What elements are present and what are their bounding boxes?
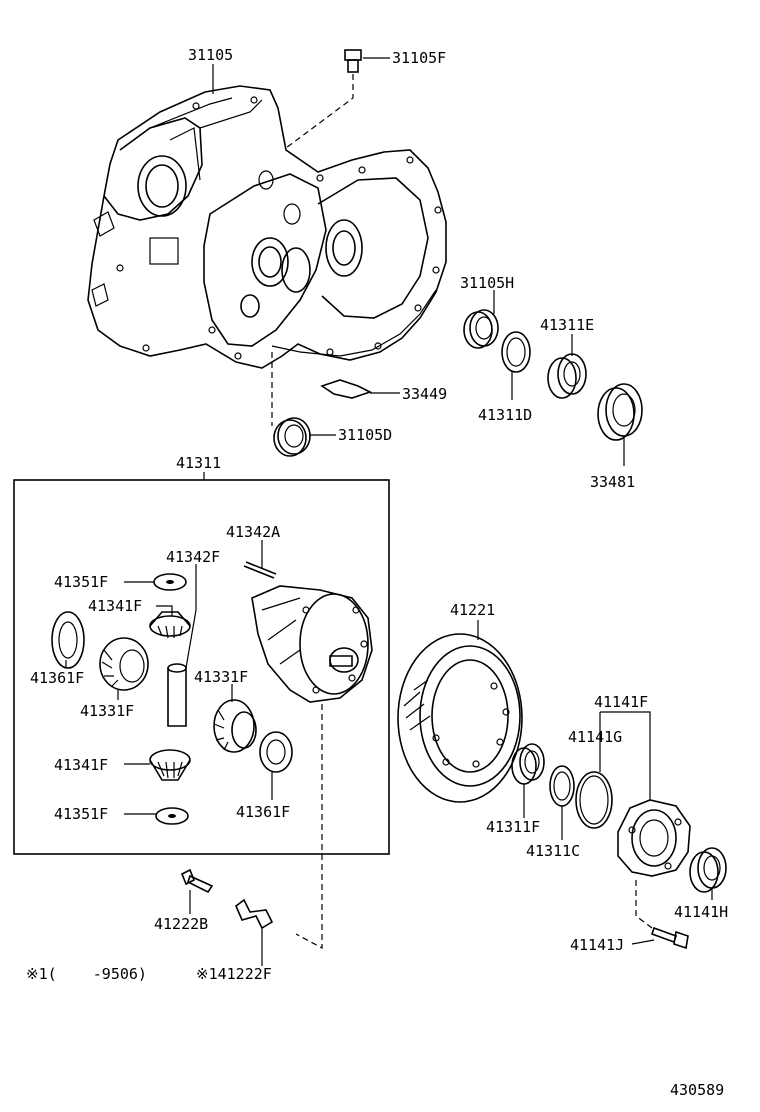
label-41342a: 41342A <box>226 523 280 541</box>
oil-seal-31105d <box>273 417 311 457</box>
o-ring-41141g <box>575 771 613 829</box>
label-41311e: 41311E <box>540 316 594 334</box>
shim-41311c <box>549 765 575 807</box>
differential-case <box>251 585 373 703</box>
washer-41351f-top <box>153 573 187 591</box>
washer-41361f-right <box>259 731 293 773</box>
label-41351f-bottom: 41351F <box>54 805 108 823</box>
label-41331f-left: 41331F <box>80 702 134 720</box>
pinion-41341f-top <box>149 611 191 639</box>
label-41341f-top: 41341F <box>88 597 142 615</box>
bearing-41311e <box>547 353 587 399</box>
lock-plate-41222f <box>235 898 274 930</box>
label-41361f-left: 41361F <box>30 669 84 687</box>
bracket-33449 <box>320 379 373 399</box>
label-31105f: 31105F <box>392 49 446 67</box>
label-41311d: 41311D <box>478 406 532 424</box>
label-41141j: 41141J <box>570 936 624 954</box>
part-labels: 31105 31105F 31105H 41311E 33449 41311D … <box>26 46 728 1099</box>
differential-assy-box <box>13 479 390 855</box>
label-41141f: 41141F <box>594 693 648 711</box>
pinion-41341f-bottom <box>149 749 191 781</box>
drawing-number: 430589 <box>670 1081 724 1099</box>
label-41311f: 41311F <box>486 818 540 836</box>
label-31105: 31105 <box>188 46 233 64</box>
washer-41351f-bottom <box>155 807 189 825</box>
label-41342f: 41342F <box>166 548 220 566</box>
bolt-31105f <box>344 49 362 73</box>
label-41222f: ※141222F <box>196 965 272 983</box>
oil-seal-31105h <box>463 309 499 349</box>
label-41361f-right: 41361F <box>236 803 290 821</box>
label-31105d: 31105D <box>338 426 392 444</box>
shim-41311d <box>501 331 531 373</box>
bolt-41141j <box>650 926 689 950</box>
label-31105h: 31105H <box>460 274 514 292</box>
label-33449: 33449 <box>402 385 447 403</box>
label-41351f-top: 41351F <box>54 573 108 591</box>
shaft-41342f <box>167 663 187 727</box>
washer-41361f-left <box>51 611 85 669</box>
label-41221: 41221 <box>450 601 495 619</box>
bolt-41222b <box>180 868 214 894</box>
retainer-41141f <box>617 799 691 877</box>
side-gear-41331f-right <box>213 699 257 753</box>
label-41311: 41311 <box>176 454 221 472</box>
label-41331f-right: 41331F <box>194 668 248 686</box>
pin-41342a <box>243 561 277 579</box>
label-41222b: 41222B <box>154 915 208 933</box>
label-33481: 33481 <box>590 473 635 491</box>
transmission-housing <box>87 85 447 369</box>
ring-gear-41221 <box>397 633 523 803</box>
label-41141h: 41141H <box>674 903 728 921</box>
label-41141g: 41141G <box>568 728 622 746</box>
oil-seal-41141h <box>689 847 727 893</box>
label-41341f-bottom: 41341F <box>54 756 108 774</box>
label-41311c: 41311C <box>526 842 580 860</box>
leader-lines <box>65 57 713 966</box>
footnote: ※1( -9506) <box>26 965 147 983</box>
oil-seal-33481 <box>597 383 643 441</box>
side-gear-41331f-left <box>99 637 149 691</box>
